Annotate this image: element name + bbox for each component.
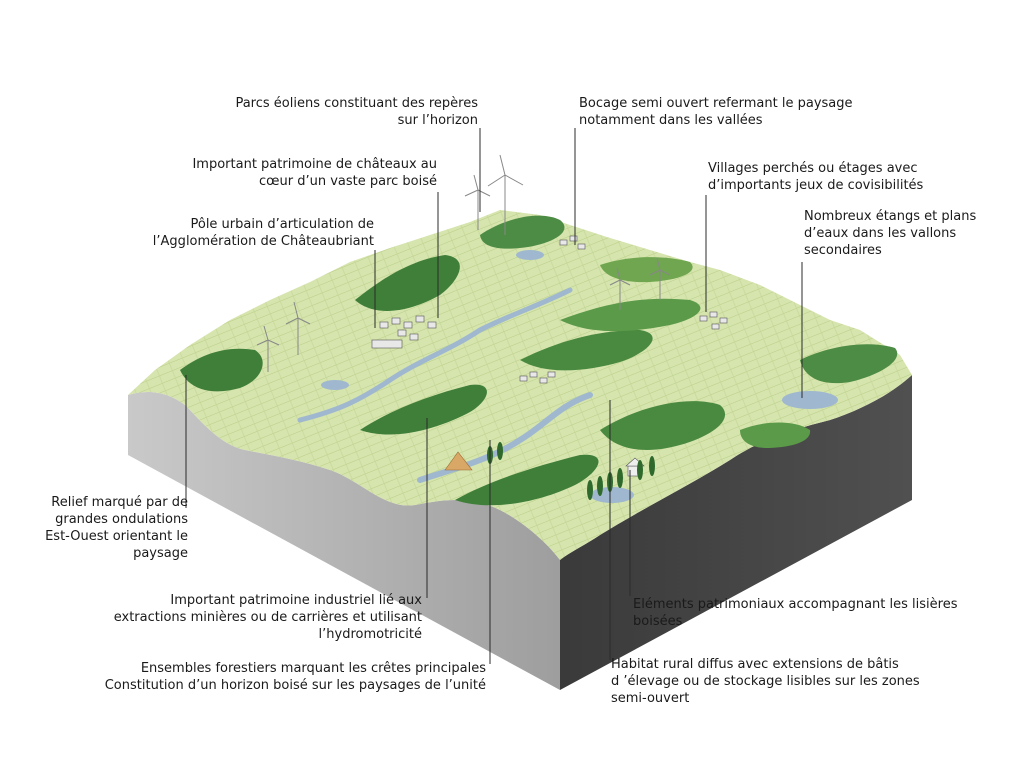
label-industriel: Important patrimoine industriel lié aux … <box>114 592 422 643</box>
wind-turbines <box>256 154 671 372</box>
forest-ridge-far-right <box>800 344 898 384</box>
label-relief-line-4: paysage <box>133 546 188 561</box>
label-etangs-line-2: d’eaux dans les vallons <box>804 226 957 241</box>
label-chateaux: Important patrimoine de châteaux au cœur… <box>192 156 437 190</box>
village-top <box>559 235 586 250</box>
label-industriel-line-1: Important patrimoine industriel lié aux <box>170 593 422 608</box>
forest-ridge-mid <box>360 384 487 435</box>
block-side-face <box>560 375 912 690</box>
label-relief: Relief marqué par de grandes ondulations… <box>45 494 188 562</box>
label-pole-urbain: Pôle urbain d’articulation de l’Agglomér… <box>153 216 374 250</box>
label-parcs-eoliens-line-2: sur l’horizon <box>397 113 478 128</box>
village-pole-urbain <box>371 315 437 349</box>
label-habitat-line-3: semi-ouvert <box>611 691 690 706</box>
river-main <box>297 287 573 423</box>
label-etangs-line-3: secondaires <box>804 243 882 258</box>
label-patrimoniaux: Eléments patrimoniaux accompagnant les l… <box>633 596 957 630</box>
label-forestiers-line-1: Ensembles forestiers marquant les crêtes… <box>140 661 486 676</box>
label-habitat: Habitat rural diffus avec extensions de … <box>611 656 920 707</box>
label-pole-urbain-line-1: Pôle urbain d’articulation de <box>190 217 374 232</box>
label-villages: Villages perchés ou étages avec d’import… <box>708 160 923 194</box>
label-chateaux-line-1: Important patrimoine de châteaux au <box>192 157 437 172</box>
river-lower <box>417 392 593 483</box>
pond-right <box>782 391 838 409</box>
forest-ridge-front <box>455 454 599 506</box>
label-patrimoniaux-line-2: boisées <box>633 614 683 629</box>
quarry-mound <box>444 451 473 471</box>
forest-ridge-left <box>180 348 263 392</box>
label-relief-line-3: Est-Ouest orientant le <box>45 529 188 544</box>
label-relief-line-1: Relief marqué par de <box>51 495 188 510</box>
label-forestiers: Ensembles forestiers marquant les crêtes… <box>105 660 486 694</box>
block-top-surface <box>128 210 912 560</box>
forest-ridge-center <box>520 330 653 371</box>
leader-lines <box>185 128 803 664</box>
forest-ridge-front-right <box>600 401 726 450</box>
label-patrimoniaux-line-1: Eléments patrimoniaux accompagnant les l… <box>633 597 958 612</box>
label-forestiers-line-2: Constitution d’un horizon boisé sur les … <box>104 678 486 693</box>
village-center <box>519 371 556 384</box>
label-industriel-line-2: extractions minières ou de carrières et … <box>113 610 422 625</box>
label-industriel-line-3: l’hydromotricité <box>318 627 422 642</box>
label-bocage-line-2: notamment dans les vallées <box>579 113 763 128</box>
block-front-face <box>128 392 560 690</box>
label-etangs-line-1: Nombreux étangs et plans <box>804 209 977 224</box>
label-habitat-line-2: d ’élevage ou de stockage lisibles sur l… <box>611 674 920 689</box>
forest-ridge-northeast <box>600 257 693 283</box>
forest-ridge-north <box>355 255 460 311</box>
forest-ridge-right-low <box>740 422 811 448</box>
label-chateaux-line-2: cœur d’un vaste parc boisé <box>259 174 437 189</box>
label-parcs-eoliens: Parcs éoliens constituant des repères su… <box>235 95 478 129</box>
label-habitat-line-1: Habitat rural diffus avec extensions de … <box>611 657 899 672</box>
forest-ridge-top <box>480 215 565 249</box>
label-parcs-eoliens-line-1: Parcs éoliens constituant des repères <box>235 96 478 111</box>
poplar-rows <box>487 442 655 500</box>
label-bocage-line-1: Bocage semi ouvert refermant le paysage <box>579 96 853 111</box>
label-relief-line-2: grandes ondulations <box>55 512 188 527</box>
label-villages-line-2: d’importants jeux de covisibilités <box>708 178 924 193</box>
village-perched <box>699 311 728 330</box>
label-villages-line-1: Villages perchés ou étages avec <box>708 161 918 176</box>
label-etangs: Nombreux étangs et plans d’eaux dans les… <box>804 208 976 259</box>
forest-ridge-east <box>560 298 701 332</box>
label-bocage: Bocage semi ouvert refermant le paysage … <box>579 95 853 129</box>
pond-left <box>321 380 349 390</box>
label-pole-urbain-line-2: l’Agglomération de Châteaubriant <box>152 234 374 249</box>
pond-top <box>516 250 544 260</box>
